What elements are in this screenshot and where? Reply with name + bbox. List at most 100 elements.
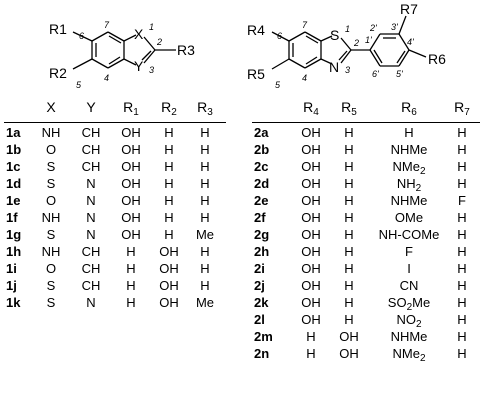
table1-cell-r2: OH bbox=[159, 295, 179, 310]
table-2: R4 R5 R6 R7 bbox=[254, 99, 480, 118]
table-1-header-r3: R3 bbox=[197, 99, 213, 118]
table-2-header: R4 R5 R6 R7 bbox=[254, 99, 480, 118]
scaffold-2-pos-6: 6 bbox=[277, 31, 282, 41]
table1-cell-y: CH bbox=[81, 244, 101, 259]
scaffold-1-r3-label: R3 bbox=[177, 42, 195, 58]
table-2-header-r7: R7 bbox=[454, 99, 470, 118]
table1-cell-r3: H bbox=[200, 193, 210, 208]
table2-cell-id: 2n bbox=[254, 346, 270, 361]
table2-cell-r4: H bbox=[306, 346, 316, 361]
table1-cell-r2: H bbox=[164, 142, 174, 157]
table1-cell-r1: OH bbox=[121, 193, 141, 208]
table1-cell-id: 1c bbox=[6, 159, 21, 174]
table1-cell-id: 1h bbox=[6, 244, 22, 259]
scaffold-2-pos-4p: 4' bbox=[407, 37, 414, 47]
table1-cell-r1: OH bbox=[121, 210, 141, 225]
table1-cell-x: NH bbox=[41, 210, 61, 225]
table1-cell-r1: OH bbox=[121, 142, 141, 157]
table2-cell-r7: H bbox=[457, 261, 467, 276]
table2-cell-r5: H bbox=[344, 261, 354, 276]
table2-cell-r7: H bbox=[457, 142, 467, 157]
table1-cell-r2: H bbox=[164, 125, 174, 140]
table1-cell-r2: OH bbox=[159, 244, 179, 259]
table1-cell-r3: H bbox=[200, 159, 210, 174]
table2-cell-id: 2b bbox=[254, 142, 270, 157]
table-2-header-r5: R5 bbox=[341, 99, 357, 118]
table2-cell-r7: H bbox=[457, 159, 467, 174]
table-1-header: X Y R1 R2 R3 bbox=[6, 99, 228, 118]
table2-cell-r6: NMe2 bbox=[392, 346, 426, 364]
scaffold-2-n-label: N bbox=[329, 59, 339, 75]
table2-cell-id: 2k bbox=[254, 295, 269, 310]
table2-cell-id: 2i bbox=[254, 261, 265, 276]
scaffold-1-pos-1: 1 bbox=[149, 22, 154, 32]
scaffold-2-pos-4: 4 bbox=[302, 73, 307, 83]
table2-cell-r7: H bbox=[457, 329, 467, 344]
table2-cell-r6: NH2 bbox=[396, 176, 422, 194]
table2-cell-r4: OH bbox=[301, 244, 321, 259]
table1-cell-y: CH bbox=[81, 125, 101, 140]
table1-cell-y: N bbox=[86, 176, 96, 191]
scaffold-1-pos-3: 3 bbox=[149, 65, 154, 75]
table-1-header-r2: R2 bbox=[161, 99, 177, 118]
table1-cell-x: O bbox=[45, 142, 57, 157]
scaffold-2-s-label: S bbox=[330, 27, 339, 43]
table1-cell-y: CH bbox=[81, 278, 101, 293]
table2-cell-r4: OH bbox=[301, 176, 321, 191]
table2-cell-r5: H bbox=[344, 125, 354, 140]
table2-cell-r4: OH bbox=[301, 193, 321, 208]
table2-cell-r6: SO2Me bbox=[387, 295, 431, 313]
table2-cell-r5: OH bbox=[339, 346, 359, 361]
scaffold-1-x-label: X bbox=[134, 26, 144, 42]
scaffold-2-pos-1: 1 bbox=[345, 24, 350, 34]
table2-cell-r4: OH bbox=[301, 261, 321, 276]
scaffold-2-pos-7: 7 bbox=[302, 20, 308, 30]
table2-cell-r6: NHMe bbox=[390, 193, 428, 208]
table1-cell-id: 1f bbox=[6, 210, 18, 225]
scaffold-2-structure: S N R4 R5 R6 R7 1 2 3 4 5 6 7 1' 2' 3' 4… bbox=[247, 1, 446, 90]
table1-cell-x: O bbox=[45, 193, 57, 208]
table1-cell-r1: H bbox=[126, 278, 136, 293]
table2-cell-r6: NMe2 bbox=[392, 159, 426, 177]
table2-cell-id: 2e bbox=[254, 193, 269, 208]
scaffold-2-r5-label: R5 bbox=[247, 66, 265, 82]
table1-cell-r3: H bbox=[200, 278, 210, 293]
table-2-header-r4: R4 bbox=[303, 99, 319, 118]
table1-cell-y: CH bbox=[81, 142, 101, 157]
scaffold-2-r4-label: R4 bbox=[247, 22, 265, 38]
table1-cell-r3: H bbox=[200, 244, 210, 259]
table2-cell-r4: OH bbox=[301, 227, 321, 242]
table1-cell-x: O bbox=[45, 261, 57, 276]
scaffold-1-pos-2: 2 bbox=[156, 37, 162, 47]
table1-cell-r1: H bbox=[126, 295, 136, 310]
table1-cell-r1: OH bbox=[121, 125, 141, 140]
table1-cell-r2: H bbox=[164, 193, 174, 208]
scaffold-1-pos-7: 7 bbox=[104, 20, 110, 30]
table2-cell-r4: OH bbox=[301, 125, 321, 140]
table2-cell-id: 2d bbox=[254, 176, 270, 191]
scaffold-2-pos-3: 3 bbox=[345, 65, 350, 75]
table1-cell-y: N bbox=[86, 210, 96, 225]
table2-cell-r5: H bbox=[344, 210, 354, 225]
table2-cell-r5: OH bbox=[339, 329, 359, 344]
table-1-header-y: Y bbox=[86, 99, 96, 115]
table1-cell-x: S bbox=[46, 176, 56, 191]
table-1-header-x: X bbox=[46, 99, 56, 115]
table2-cell-id: 2j bbox=[254, 278, 265, 293]
table1-cell-id: 1b bbox=[6, 142, 22, 157]
